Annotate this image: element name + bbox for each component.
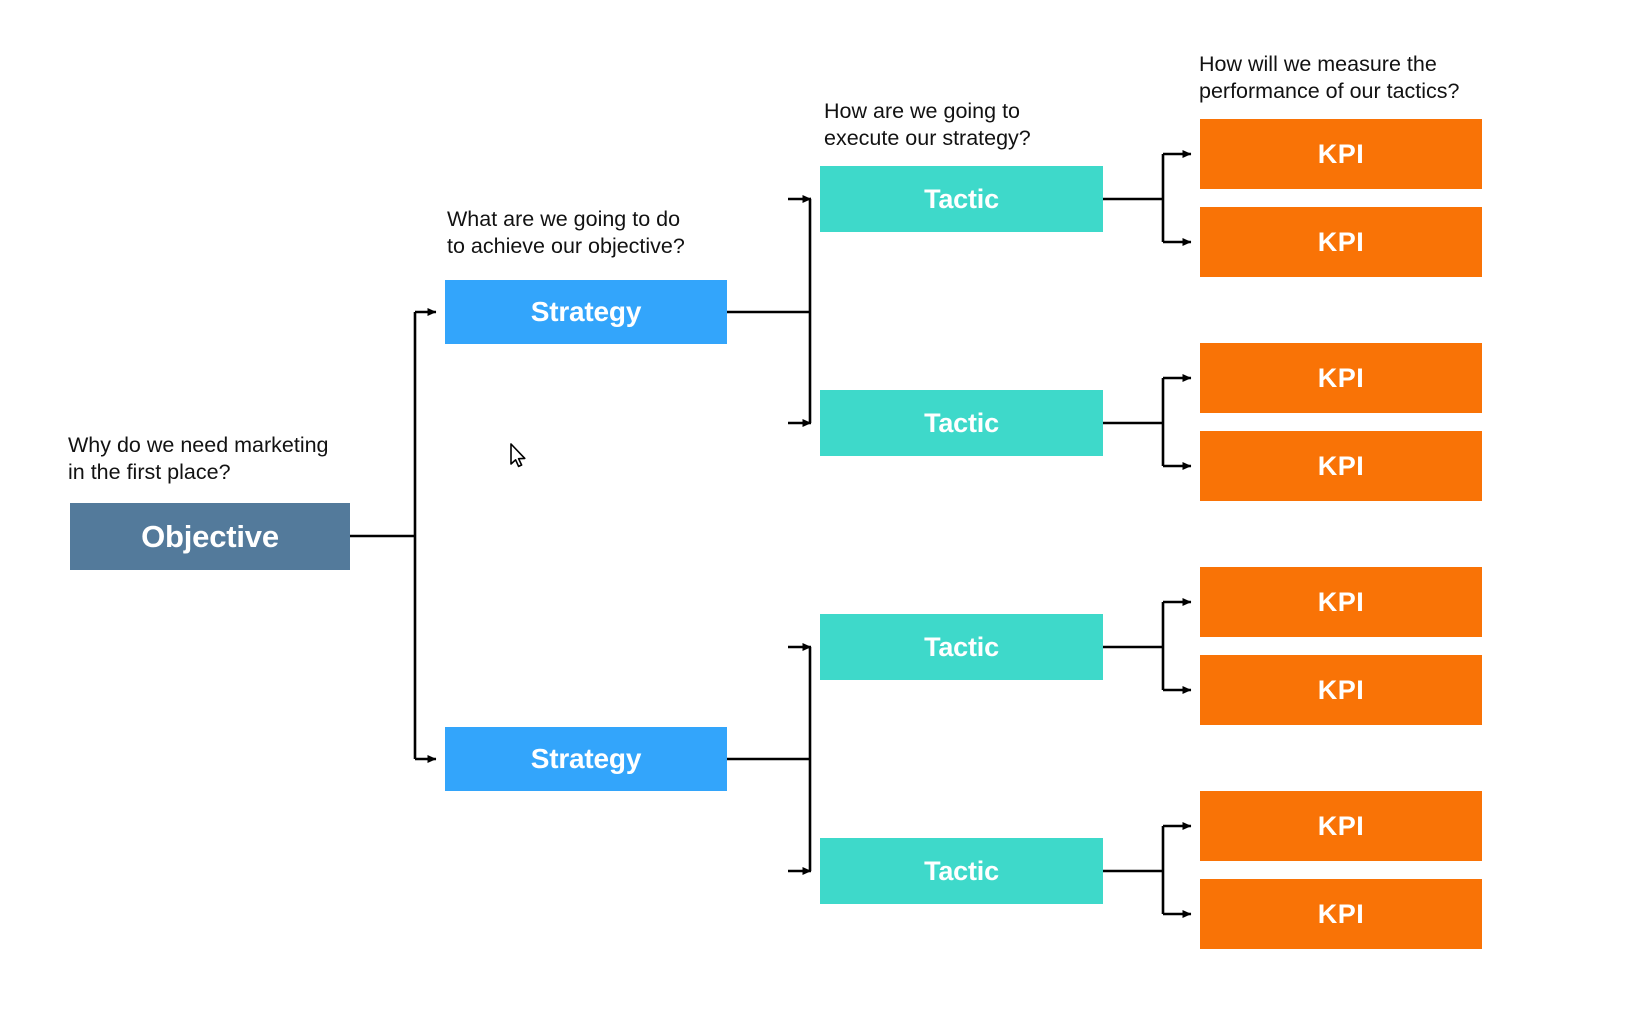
connector-tactic2-to-kpis [1103,374,1192,470]
node-tactic-3[interactable]: Tactic [820,614,1103,680]
node-kpi-3[interactable]: KPI [1200,343,1482,413]
connector-tactic1-to-kpis [1103,150,1192,246]
node-kpi-1[interactable]: KPI [1200,119,1482,189]
annotation-kpi: How will we measure the performance of o… [1199,52,1460,103]
node-tactic-1[interactable]: Tactic [820,166,1103,232]
connector-objective-to-strategies [350,308,437,763]
annotation-objective: Why do we need marketing in the first pl… [68,433,329,484]
node-kpi-4[interactable]: KPI [1200,431,1482,501]
node-strategy-2[interactable]: Strategy [445,727,727,791]
node-kpi-8[interactable]: KPI [1200,879,1482,949]
annotation-tactic: How are we going to execute our strategy… [824,99,1031,150]
node-tactic-2[interactable]: Tactic [820,390,1103,456]
connector-tactic4-to-kpis [1103,822,1192,918]
node-kpi-6[interactable]: KPI [1200,655,1482,725]
mouse-pointer-icon [510,443,526,468]
node-tactic-4[interactable]: Tactic [820,838,1103,904]
annotation-strategy: What are we going to do to achieve our o… [447,207,685,258]
node-objective[interactable]: Objective [70,503,350,570]
node-kpi-5[interactable]: KPI [1200,567,1482,637]
connector-tactic3-to-kpis [1103,598,1192,694]
node-kpi-2[interactable]: KPI [1200,207,1482,277]
node-kpi-7[interactable]: KPI [1200,791,1482,861]
connector-strategy2-to-tactics [727,643,812,875]
node-strategy-1[interactable]: Strategy [445,280,727,344]
